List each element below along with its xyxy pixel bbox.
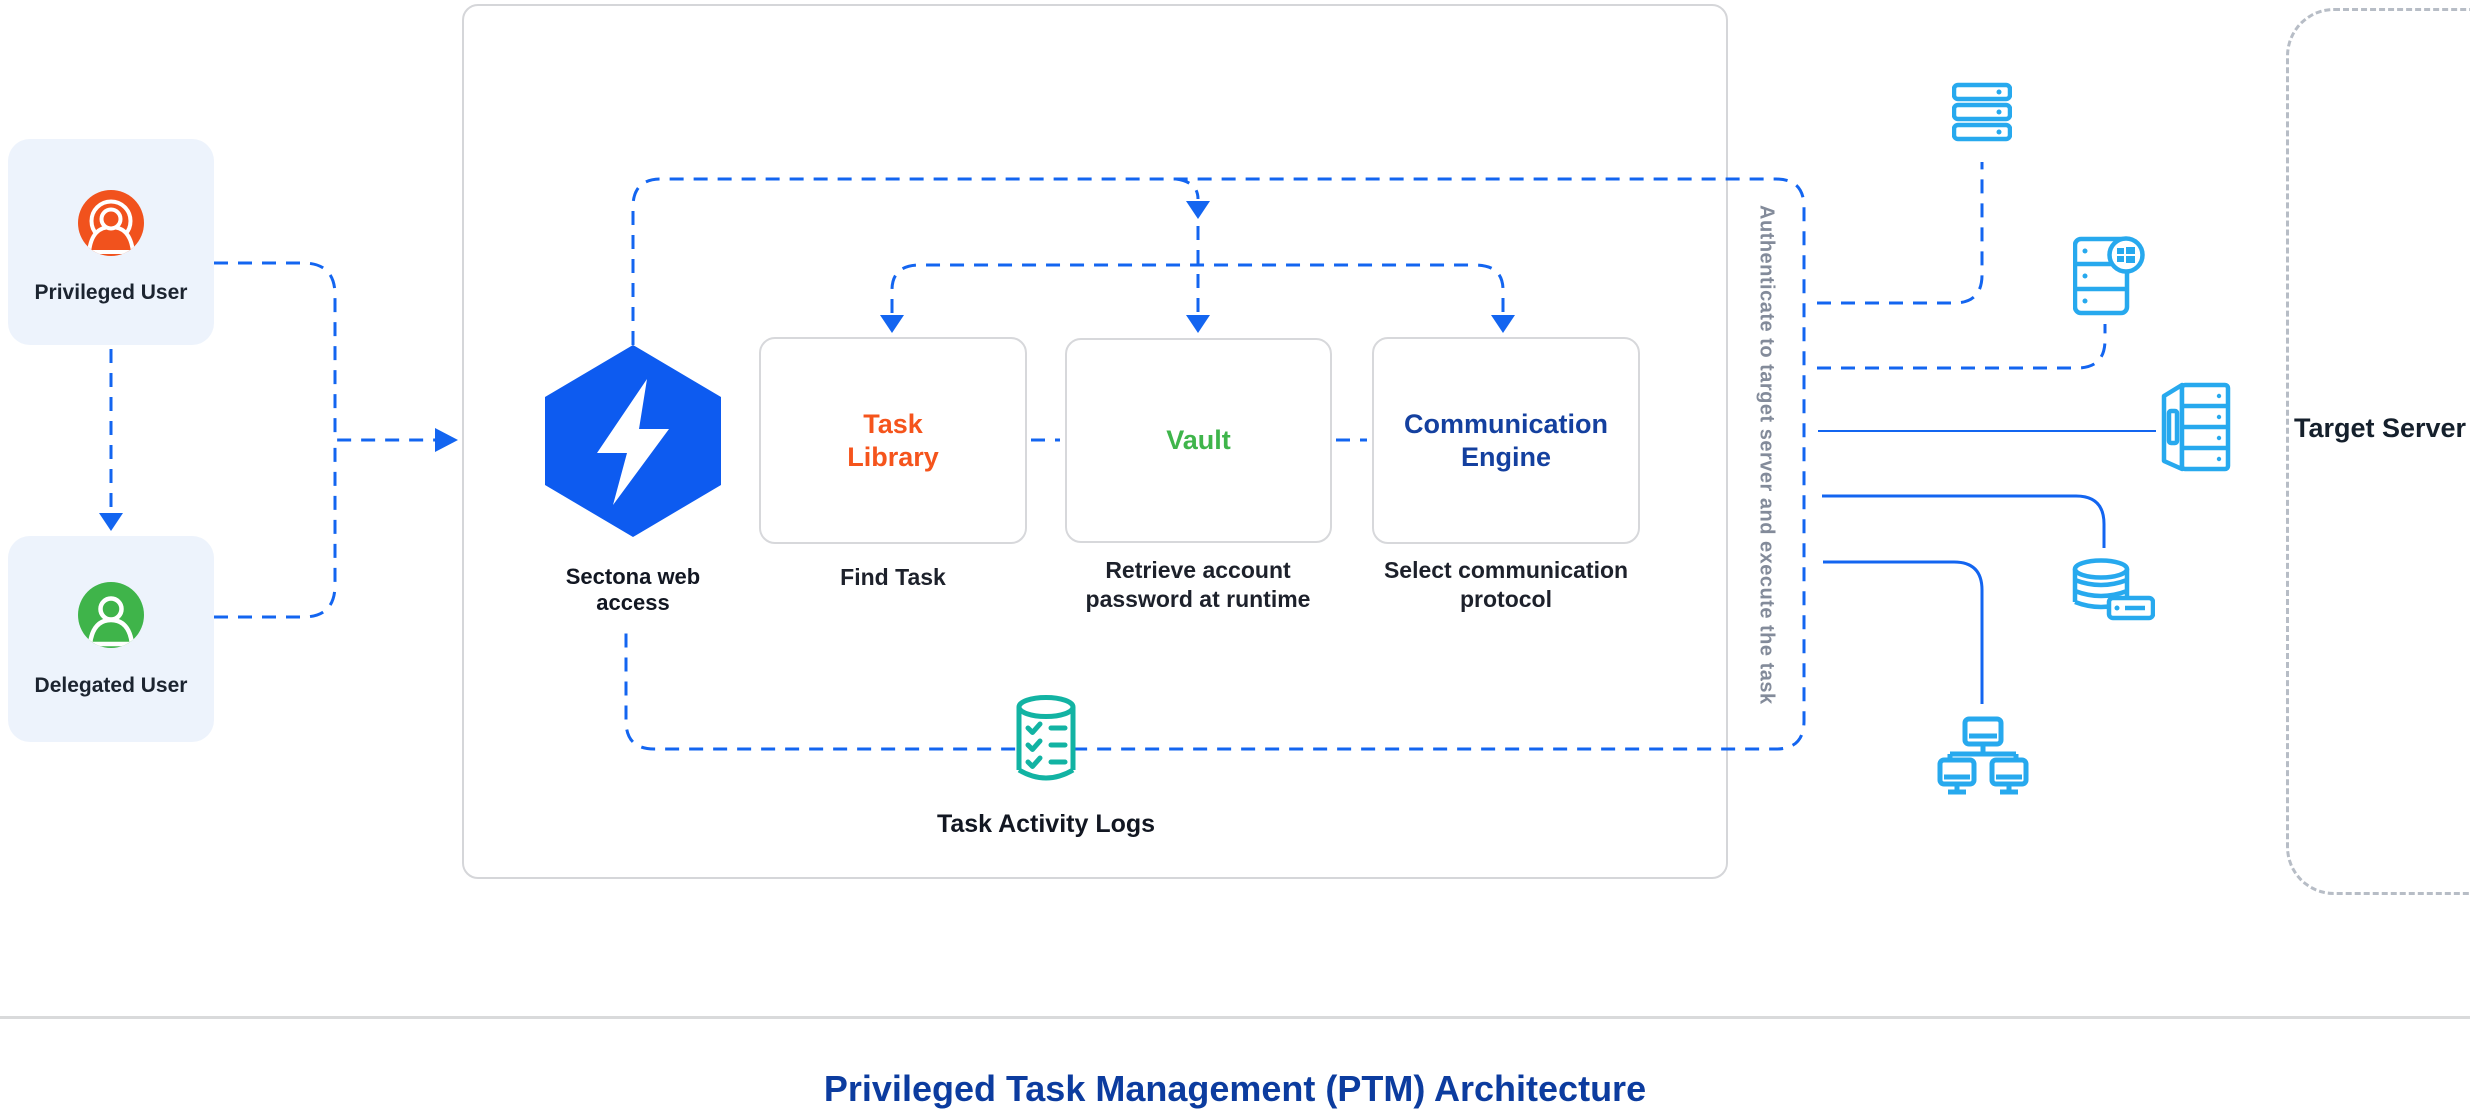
branch-windows-server [1817, 324, 2107, 370]
connector-to-vault [1175, 177, 1200, 312]
module-task-library: Task Library [759, 337, 1027, 544]
delegated-user-label: Delegated User [34, 674, 188, 697]
delegated-user-icon [78, 582, 144, 648]
privileged-user-icon [78, 190, 144, 256]
authenticate-note: Authenticate to target server and execut… [1755, 205, 1778, 705]
windows-server-icon [2073, 236, 2145, 316]
task-activity-logs-label: Task Activity Logs [936, 810, 1156, 838]
connector-actors-to-platform [214, 261, 444, 619]
server-stack-icon [1952, 82, 2012, 142]
privileged-user-label: Privileged User [34, 281, 188, 304]
arrowheads [99, 201, 1515, 531]
vault-caption: Retrieve account password at runtime [1085, 557, 1311, 612]
page-title: Privileged Task Management (PTM) Archite… [823, 1068, 1647, 1109]
tower-server-icon [2158, 381, 2232, 473]
task-library-caption: Find Task [840, 564, 946, 590]
sectona-hexagon-bolt-icon [537, 337, 729, 545]
network-computers-icon [1936, 716, 2030, 804]
communication-engine-caption: Select communication protocol [1383, 557, 1629, 612]
task-activity-logs-icon [1013, 694, 1079, 784]
module-communication-engine: Communication Engine [1372, 337, 1640, 544]
branch-database-server [1822, 494, 2106, 548]
connector-to-task-and-comm [890, 263, 1505, 313]
branch-server-stack [1817, 162, 1984, 305]
target-server-zone [2286, 8, 2470, 895]
communication-engine-title: Communication Engine [1403, 408, 1608, 472]
gateway-label: Sectona web access [565, 564, 701, 615]
branch-network [1823, 560, 1984, 704]
divider-line [0, 1016, 2470, 1019]
task-library-title: Task Library [847, 408, 939, 472]
connector-main-loop [624, 177, 1806, 751]
module-vault: Vault [1065, 338, 1332, 543]
target-server-label: Target Server [2293, 413, 2467, 443]
vault-title: Vault [1166, 425, 1231, 455]
database-server-icon [2071, 558, 2155, 624]
